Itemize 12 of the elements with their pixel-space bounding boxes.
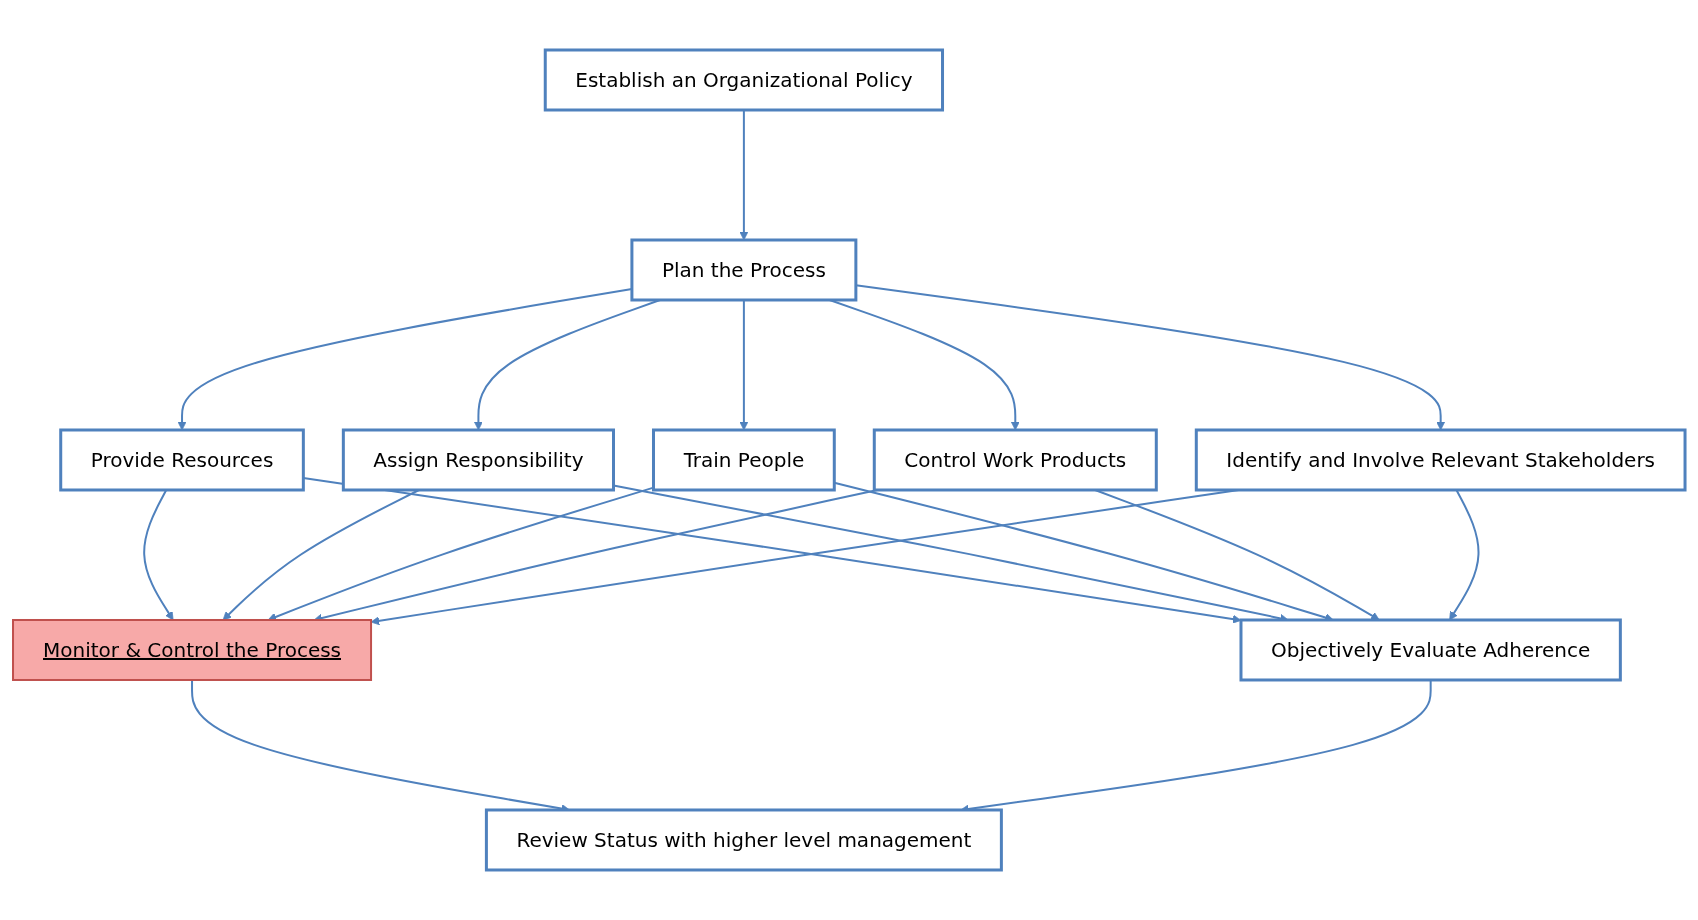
node-box: Review Status with higher level management (484, 808, 1003, 872)
node-box: Identify and Involve Relevant Stakeholders (1194, 428, 1687, 492)
node-box: Plan the Process (630, 238, 858, 302)
node-box: Provide Resources (59, 428, 305, 492)
node-box: Control Work Products (872, 428, 1158, 492)
node-box: Train People (651, 428, 836, 492)
node-box: Assign Responsibility (341, 428, 615, 492)
node-box: Monitor & Control the Process (12, 619, 372, 681)
arrow (143, 489, 174, 621)
node-box: Objectively Evaluate Adherence (1239, 618, 1622, 682)
node-box: Establish an Organizational Policy (543, 48, 944, 112)
arrow (222, 489, 420, 621)
